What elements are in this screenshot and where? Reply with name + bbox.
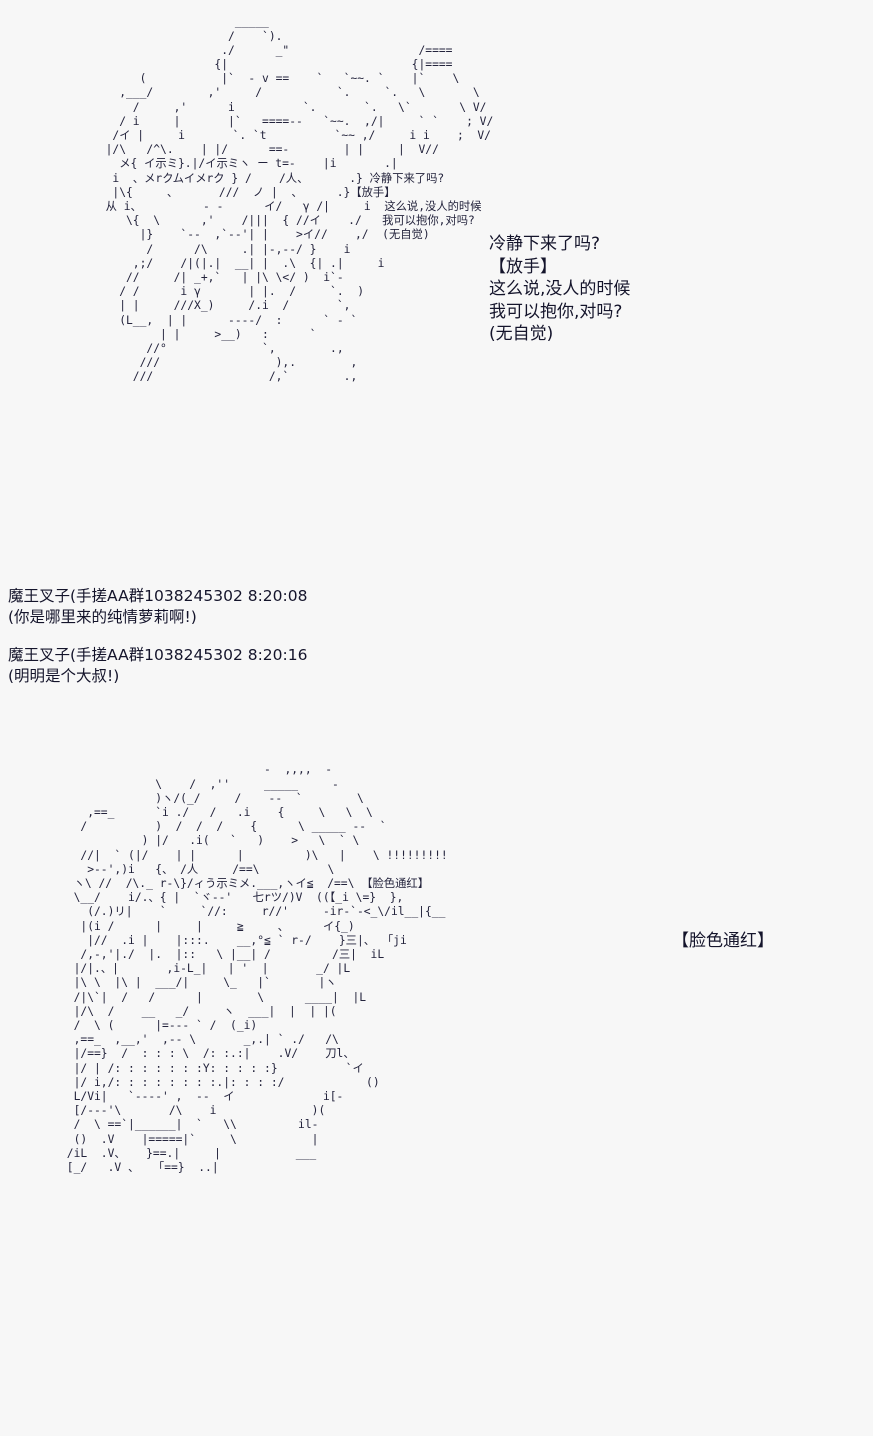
ascii-art-top: _____ / `). ./ _" /==== {| {|==== ( |` -… [105,15,494,384]
chat-message: 魔王叉子(手搓AA群1038245302 8:20:16 (明明是个大叔!) [8,645,608,687]
speech-text-bottom: 【脸色通红】 [672,931,774,951]
message-body: (明明是个大叔!) [8,667,120,685]
message-header: 魔王叉子(手搓AA群1038245302 8:20:16 [8,646,308,664]
speech-text-top: 冷静下来了吗? 【放手】 这么说,没人的时候 我可以抱你,对吗? (无自觉) [489,234,631,344]
chat-message: 魔王叉子(手搓AA群1038245302 8:20:08 (你是哪里来的纯情萝莉… [8,586,608,628]
message-body: (你是哪里来的纯情萝莉啊!) [8,608,197,626]
message-header: 魔王叉子(手搓AA群1038245302 8:20:08 [8,587,308,605]
message-log: 魔王叉子(手搓AA群1038245302 8:20:08 (你是哪里来的纯情萝莉… [8,586,608,687]
ascii-art-bottom: - ,,,, - \ / ,'' _____ - )ヽ/(_/ / -- ` \… [66,763,448,1174]
